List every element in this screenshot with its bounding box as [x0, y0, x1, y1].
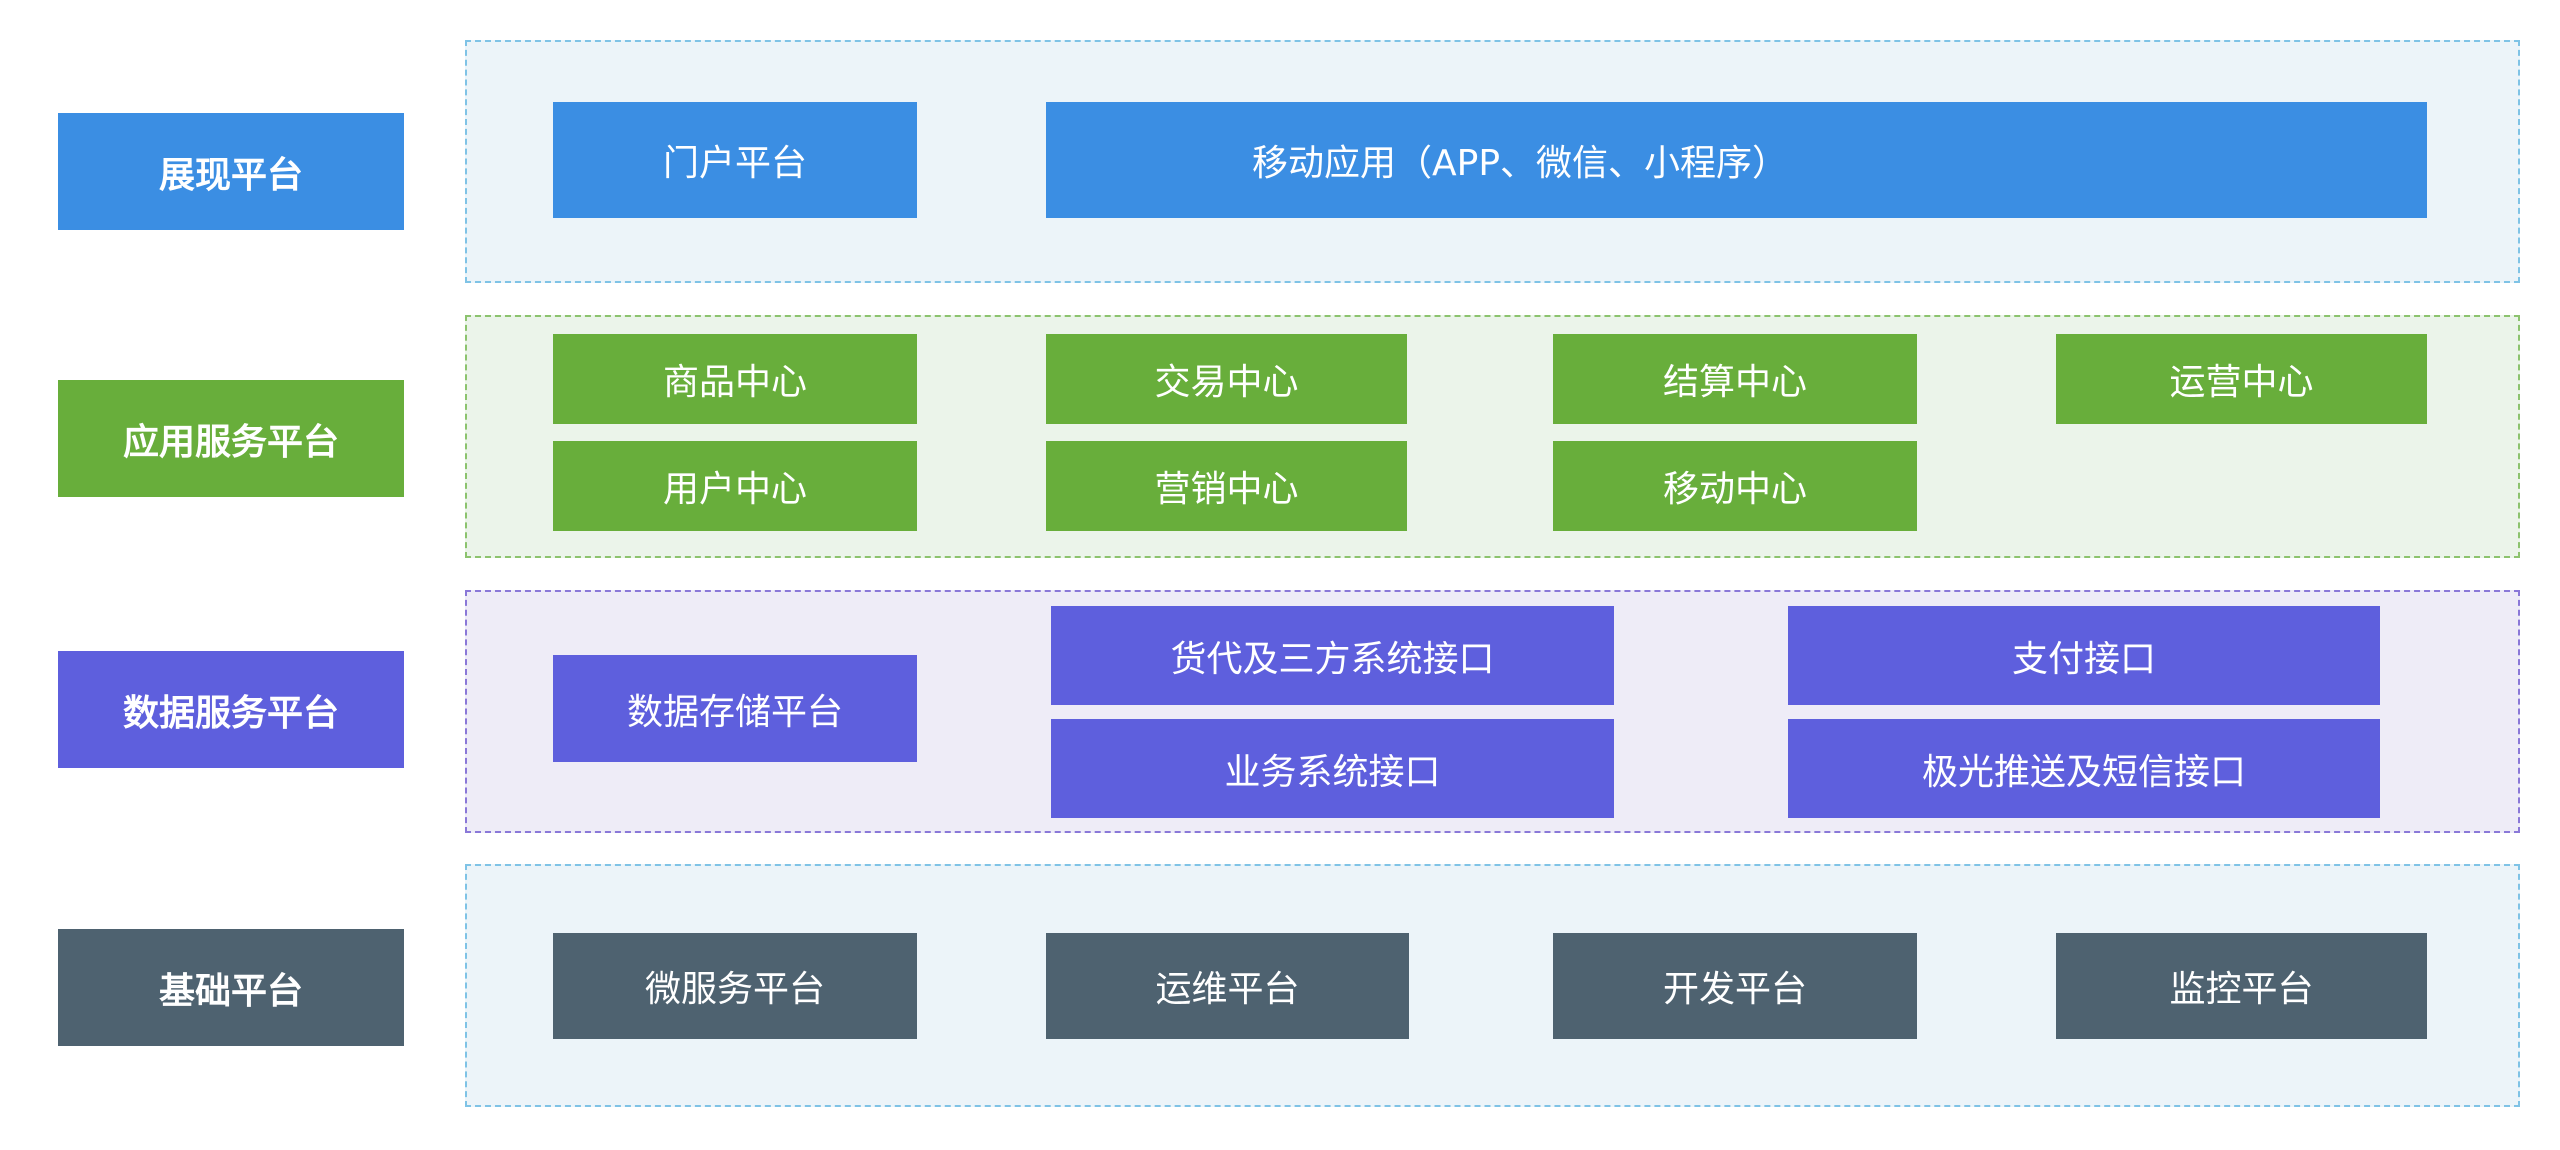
layer-label-application: 应用服务平台: [58, 380, 404, 497]
mobile-apps-label: 移动应用（APP、微信、小程序）: [1252, 143, 1789, 184]
layer-label-foundation: 基础平台: [58, 929, 404, 1046]
business-system-interface-box: 业务系统接口: [1051, 719, 1614, 818]
mobile-apps-box: 移动应用（APP、微信、小程序）: [1046, 102, 2427, 218]
push-sms-interface-box: 极光推送及短信接口: [1788, 719, 2380, 818]
freight-third-party-interface-box: 货代及三方系统接口: [1051, 606, 1614, 705]
marketing-center-box: 营销中心: [1046, 441, 1407, 531]
ops-platform-box: 运维平台: [1046, 933, 1409, 1039]
mobile-center-box: 移动中心: [1553, 441, 1917, 531]
product-center-box: 商品中心: [553, 334, 917, 424]
user-center-box: 用户中心: [553, 441, 917, 531]
dev-platform-box: 开发平台: [1553, 933, 1917, 1039]
settlement-center-box: 结算中心: [1553, 334, 1917, 424]
microservice-platform-box: 微服务平台: [553, 933, 917, 1039]
portal-platform-box: 门户平台: [553, 102, 917, 218]
layer-label-data: 数据服务平台: [58, 651, 404, 768]
data-storage-platform-box: 数据存储平台: [553, 655, 917, 762]
operations-center-box: 运营中心: [2056, 334, 2427, 424]
payment-interface-box: 支付接口: [1788, 606, 2380, 705]
layer-label-presentation: 展现平台: [58, 113, 404, 230]
monitoring-platform-box: 监控平台: [2056, 933, 2427, 1039]
trade-center-box: 交易中心: [1046, 334, 1407, 424]
